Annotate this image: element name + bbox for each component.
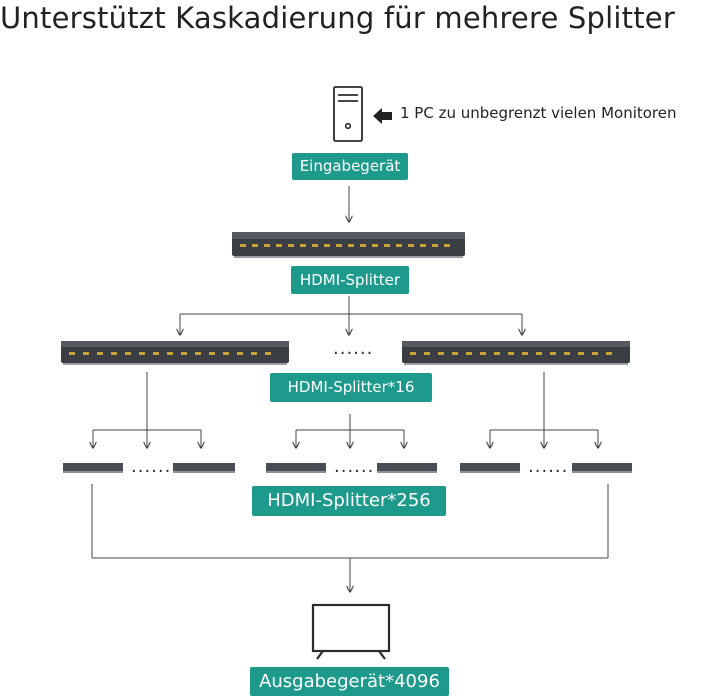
label-hdmi-splitter-256: HDMI-Splitter*256 — [252, 486, 446, 516]
splitter-device-icon — [61, 341, 289, 365]
splitter-device-icon — [232, 232, 465, 258]
splitter-device-icon — [63, 463, 123, 473]
ellipsis-group-right: ...... — [528, 456, 569, 477]
splitter-device-icon — [572, 463, 632, 473]
ellipsis-group-middle: ...... — [334, 456, 375, 477]
pc-tower-icon — [333, 86, 363, 142]
splitter-device-icon — [402, 341, 630, 365]
page-title: Unterstützt Kaskadierung für mehrere Spl… — [0, 1, 675, 35]
label-output-device: Ausgabegerät*4096 — [250, 667, 449, 696]
ellipsis-group-left: ...... — [131, 456, 172, 477]
splitter-device-icon — [460, 463, 520, 473]
label-input-device: Eingabegerät — [292, 153, 408, 180]
splitter-device-icon — [377, 463, 437, 473]
splitter-device-icon — [173, 463, 235, 473]
splitter-device-icon — [266, 463, 326, 473]
monitor-icon — [311, 603, 391, 660]
arrow-left-icon — [373, 108, 392, 124]
label-hdmi-splitter-16: HDMI-Splitter*16 — [270, 373, 432, 402]
label-hdmi-splitter: HDMI-Splitter — [291, 266, 409, 294]
pc-note: 1 PC zu unbegrenzt vielen Monitoren — [400, 104, 677, 122]
ellipsis-level-2: ...... — [333, 338, 374, 359]
